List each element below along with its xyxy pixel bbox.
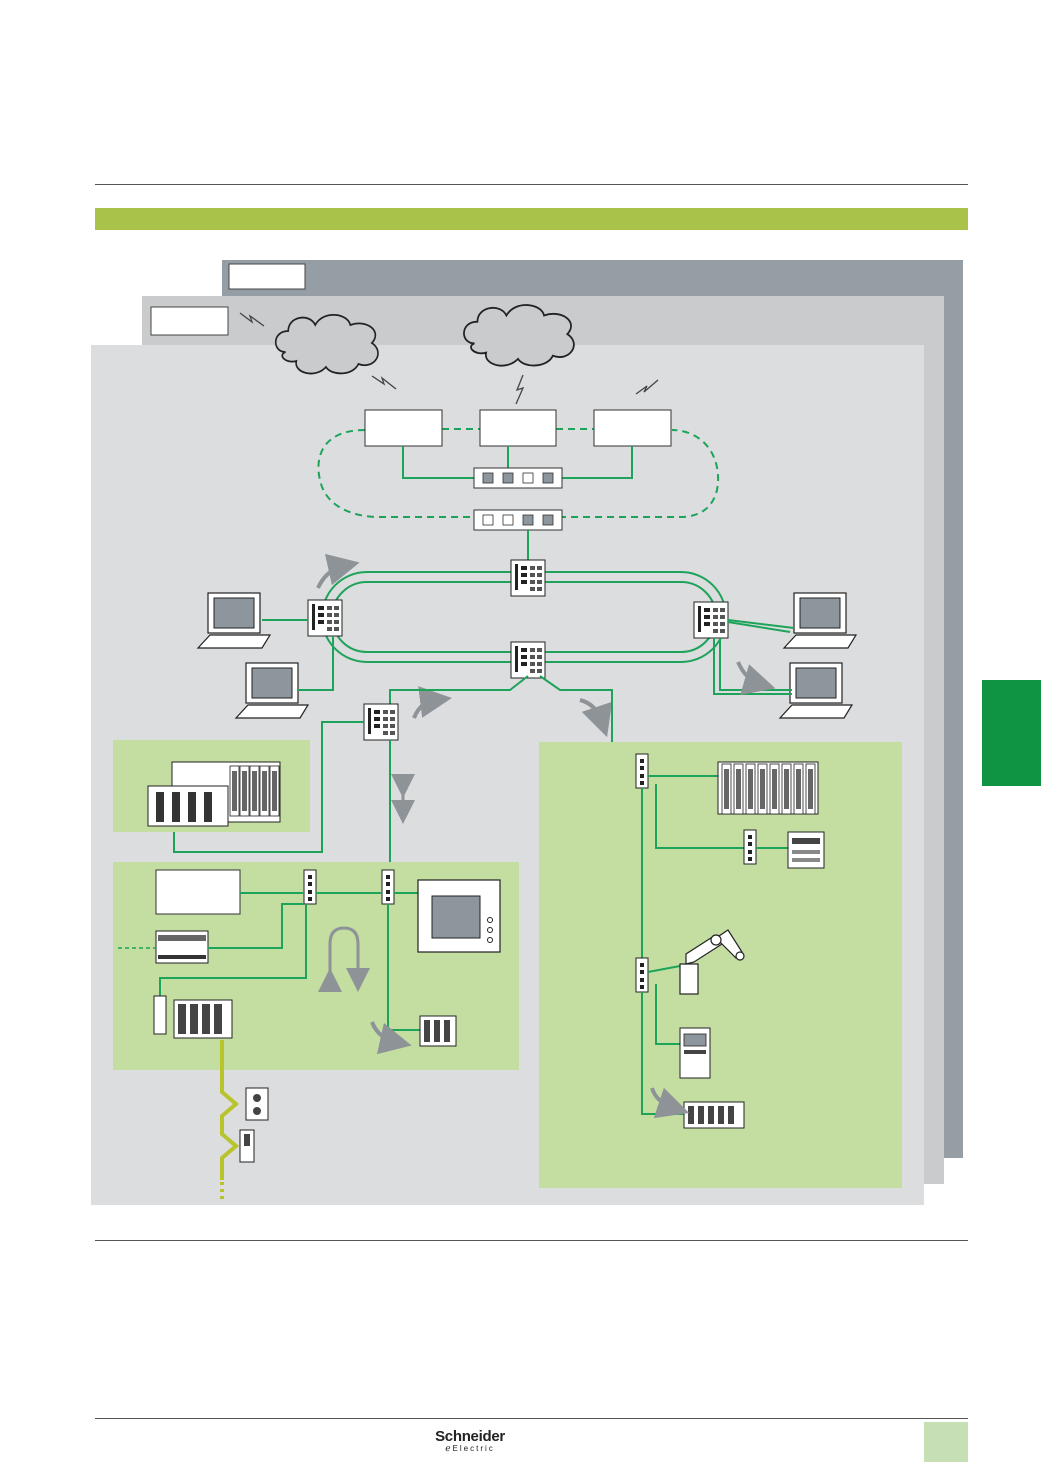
port-switch-upper [473,467,563,489]
gateway-device[interactable] [155,930,209,964]
brand-sub: Electric [452,1444,495,1453]
switch-icon[interactable] [381,869,395,905]
lightning-icon [635,379,659,395]
io-module-icon[interactable] [787,831,825,869]
fieldbus-line [220,1040,240,1180]
lightning-icon [239,312,265,327]
switch-icon[interactable] [303,869,317,905]
plc-rack-icon[interactable] [683,1101,745,1129]
server-box-2[interactable] [479,409,557,447]
level3-label-box [228,263,306,290]
io-module-icon[interactable] [419,1015,457,1047]
computer-icon[interactable] [197,592,271,649]
plc-rack-icon[interactable] [147,761,281,827]
hmi-icon[interactable] [417,879,501,953]
robot-arm-icon[interactable] [679,929,745,995]
plc-rack-icon[interactable] [153,995,233,1039]
switch-icon[interactable] [510,559,546,597]
lightning-icon [371,375,397,390]
server-box-1[interactable] [364,409,443,447]
sensor-icon[interactable] [239,1129,255,1163]
u-turn-arrow [318,926,370,992]
device-box[interactable] [155,869,241,915]
port-switch-lower [473,509,563,531]
level2-label-box [150,306,229,336]
brand-mark-icon: ℯ [445,1443,451,1453]
footer-rule-upper [95,1240,968,1241]
computer-icon[interactable] [235,662,309,719]
switch-icon[interactable] [743,829,757,865]
switch-icon[interactable] [635,753,649,789]
server-box-3[interactable] [593,409,672,447]
lightning-icon [515,374,525,405]
redundant-ring-dashed [317,429,720,518]
section-color-bar [95,208,968,230]
header-rule [95,184,968,185]
page-number-box [924,1422,968,1462]
switch-icon[interactable] [635,957,649,993]
drive-icon[interactable] [679,1027,711,1079]
section-tab[interactable] [982,680,1041,786]
push-button-icon[interactable] [245,1087,269,1121]
plc-rack-icon[interactable] [717,761,819,815]
switch-icon[interactable] [693,601,729,639]
switch-icon[interactable] [510,641,546,679]
brand-name: Schneider [435,1428,505,1445]
switch-icon[interactable] [307,599,343,637]
switch-icon[interactable] [363,703,399,741]
footer-rule-lower [95,1418,968,1419]
computer-icon[interactable] [783,592,857,649]
